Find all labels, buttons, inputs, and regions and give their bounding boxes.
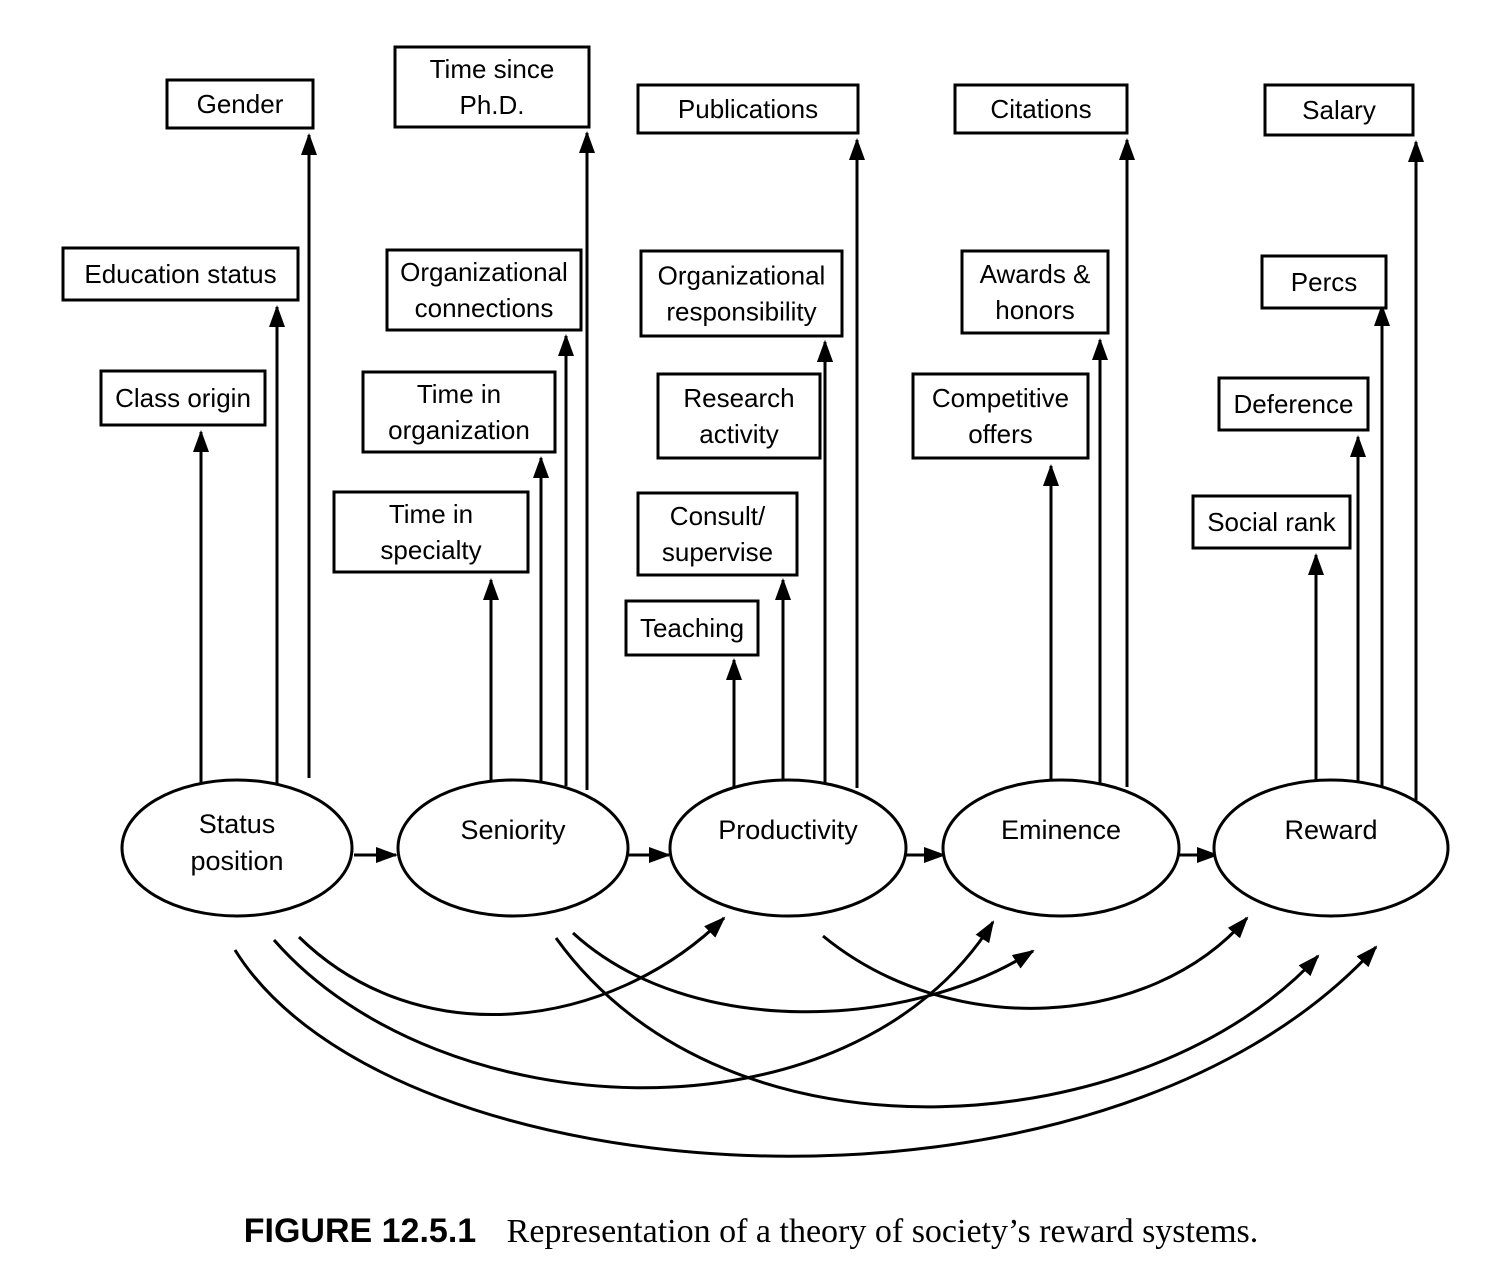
box-competitive-offers-frame [911, 372, 1090, 460]
box-consult-supervise-frame [636, 491, 799, 577]
box-time-in-org-label: organization [388, 415, 530, 445]
node-status-label: Status [199, 809, 276, 839]
box-citations-frame [953, 83, 1129, 135]
node-reward: Reward [1212, 778, 1450, 918]
box-education-status-label: Education status [84, 259, 276, 289]
box-awards-honors-label: Awards & [980, 259, 1091, 289]
box-awards-honors-frame [960, 249, 1110, 335]
node-eminence: Eminence [941, 778, 1181, 918]
box-gender-frame [165, 78, 315, 130]
node-productivity-ellipse [668, 778, 908, 918]
node-status-ellipse [120, 778, 354, 918]
box-deference: Deference [1217, 376, 1370, 432]
box-education-status-frame [61, 246, 300, 302]
box-social-rank: Social rank [1191, 494, 1352, 550]
box-citations-label: Citations [990, 94, 1091, 124]
box-research-activity-label: Research [683, 383, 794, 413]
box-social-rank-frame [1191, 494, 1352, 550]
node-productivity: Productivity [668, 778, 908, 918]
box-org-connections-label: Organizational [400, 257, 568, 287]
box-consult-supervise-label: Consult/ [670, 501, 766, 531]
box-org-connections: Organizational connections [385, 248, 583, 332]
box-deference-frame [1217, 376, 1370, 432]
box-awards-honors-label: honors [995, 295, 1075, 325]
box-teaching-label: Teaching [640, 613, 744, 643]
edges-layer [193, 131, 1424, 1158]
box-time-in-specialty-label: specialty [380, 535, 481, 565]
box-time-in-org: Time in organization [361, 370, 557, 454]
box-percs-frame [1260, 254, 1388, 310]
nodes-layer: Status position Seniority Productivity Emine… [120, 778, 1450, 918]
figure-caption: FIGURE 12.5.1 Representation of a theory… [0, 1212, 1502, 1251]
box-salary-label: Salary [1302, 95, 1376, 125]
box-competitive-offers: Competitive offers [911, 372, 1090, 460]
box-competitive-offers-label: offers [968, 419, 1033, 449]
box-org-responsibility-frame [639, 249, 844, 338]
box-time-in-org-label: Time in [417, 379, 501, 409]
box-class-origin-frame [99, 369, 267, 427]
edge-status-to-reward [233, 945, 1378, 1158]
box-class-origin: Class origin [99, 369, 267, 427]
box-publications: Publications [636, 83, 860, 135]
box-percs: Percs [1260, 254, 1388, 310]
box-awards-honors: Awards & honors [960, 249, 1110, 335]
box-deference-label: Deference [1234, 389, 1354, 419]
box-salary-frame [1263, 83, 1415, 137]
box-consult-supervise: Consult/supervise [636, 491, 799, 577]
box-time-since-phd-label: Time since [430, 54, 555, 84]
node-seniority-ellipse [396, 778, 630, 918]
box-percs-label: Percs [1291, 267, 1357, 297]
box-org-connections-label: connections [415, 293, 554, 323]
box-time-in-specialty-frame [332, 490, 530, 574]
box-time-since-phd-label: Ph.D. [459, 90, 524, 120]
figure-caption-text: Representation of a theory of society’s … [506, 1213, 1259, 1250]
box-org-responsibility-label: Organizational [658, 261, 826, 291]
node-status: Status position [120, 778, 354, 918]
box-research-activity: Research activity [656, 372, 822, 460]
box-time-in-org-frame [361, 370, 557, 454]
box-time-in-specialty-label: Time in [389, 499, 473, 529]
box-teaching: Teaching [624, 599, 760, 657]
node-seniority: Seniority [396, 778, 630, 918]
box-consult-supervise-label: supervise [662, 537, 773, 567]
edge-status-to-productivity [297, 916, 726, 1016]
node-productivity-label: Productivity [718, 815, 858, 845]
node-status-label: position [190, 846, 283, 876]
edge-seniority-to-eminence [571, 931, 1035, 1014]
box-publications-frame [636, 83, 860, 135]
box-citations: Citations [953, 83, 1129, 135]
box-gender-label: Gender [197, 89, 284, 119]
box-research-activity-label: activity [699, 419, 778, 449]
node-seniority-label: Seniority [460, 815, 566, 845]
box-class-origin-label: Class origin [115, 383, 251, 413]
box-org-responsibility-label: responsibility [666, 297, 816, 327]
node-eminence-label: Eminence [1001, 815, 1121, 845]
node-reward-ellipse [1212, 778, 1450, 918]
box-research-activity-frame [656, 372, 822, 460]
edge-productivity-to-reward [822, 916, 1249, 1010]
box-time-in-specialty: Time in specialty [332, 490, 530, 574]
node-reward-label: Reward [1284, 815, 1377, 845]
box-org-connections-frame [385, 248, 583, 332]
box-social-rank-label: Social rank [1207, 507, 1337, 537]
edge-seniority-to-reward [554, 937, 1320, 1109]
box-gender: Gender [165, 78, 315, 130]
box-time-since-phd-frame [393, 45, 591, 129]
box-teaching-frame [624, 599, 760, 657]
box-competitive-offers-label: Competitive [932, 383, 1069, 413]
node-eminence-ellipse [941, 778, 1181, 918]
box-publications-label: Publications [678, 94, 818, 124]
box-org-responsibility: Organizational responsibility [639, 249, 844, 338]
box-education-status: Education status [61, 246, 300, 302]
box-salary: Salary [1263, 83, 1415, 137]
figure-label: FIGURE 12.5.1 [243, 1212, 477, 1250]
edge-status-to-eminence [272, 920, 995, 1090]
